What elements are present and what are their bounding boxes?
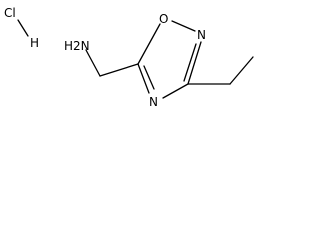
ring-nitrogen-bottom-label: N (149, 95, 158, 109)
ring-oxygen-label: O (159, 12, 168, 26)
ch2-ring-bond (99, 63, 139, 77)
ring-bond-n4-c5 (137, 63, 150, 94)
ring-bond-o1-n2 (171, 20, 196, 32)
salt-hydrogen-atom-label: H (30, 36, 39, 50)
ring-bond-n2-c3 (187, 41, 202, 85)
ring-nitrogen-top-label: N (197, 28, 206, 42)
h-cl-bond (17, 19, 29, 37)
amine-ch2-bond (85, 49, 101, 77)
ring-bond-n4-c5-inner (143, 65, 155, 90)
ring-bond-c3-n4 (162, 83, 189, 99)
ring-bond-c5-o1 (137, 23, 161, 65)
chlorine-atom-label: Cl (4, 6, 16, 20)
ethyl-bond-2 (229, 56, 254, 85)
amine-group-label: H2N (64, 39, 90, 53)
structure-drawing: Cl H H2N O N N (4, 6, 254, 109)
ring-bond-n2-c3-inner (183, 43, 197, 82)
